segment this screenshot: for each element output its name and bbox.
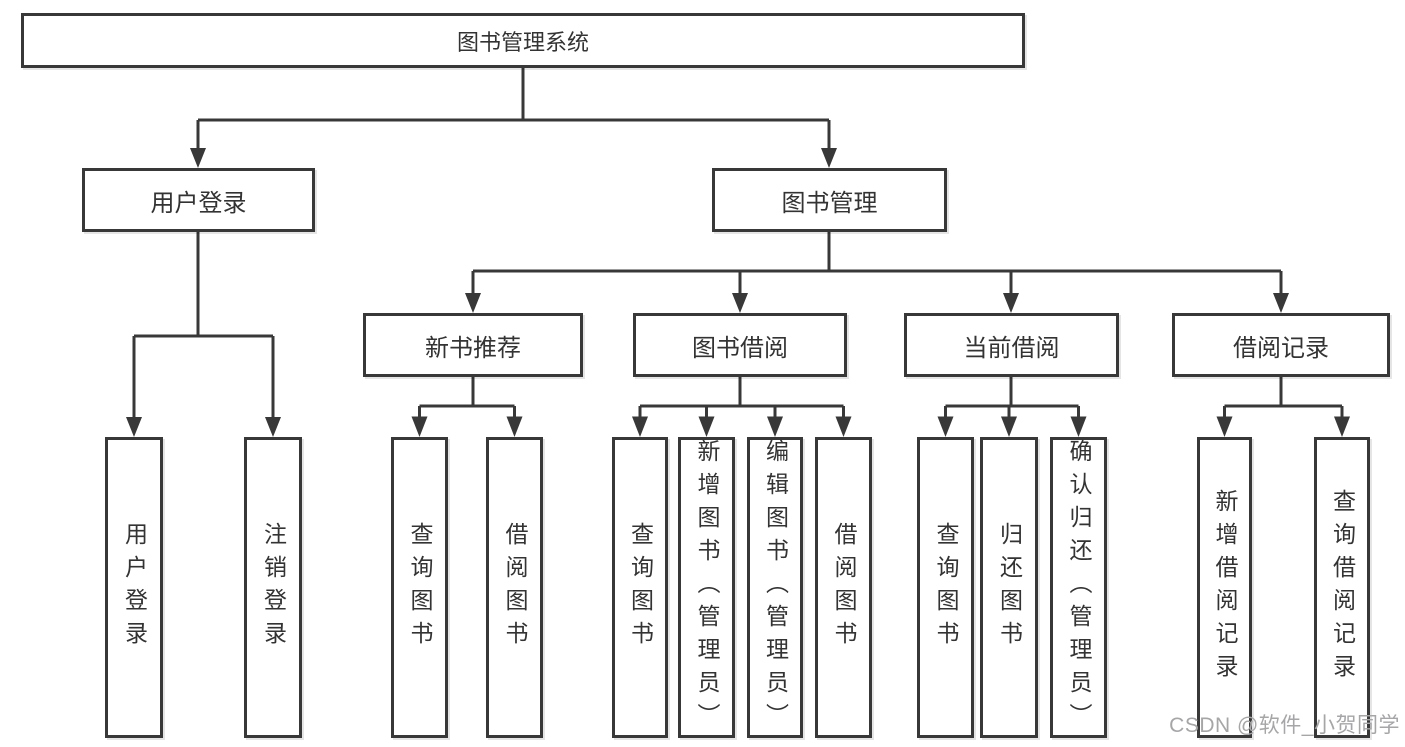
arrowhead bbox=[265, 417, 281, 437]
leaf-query-books-borrowing: 查询图书 bbox=[612, 437, 668, 738]
leaf-query-borrow-record: 查询借阅记录 bbox=[1314, 437, 1370, 738]
node-current-borrowing: 当前借阅 bbox=[904, 313, 1119, 377]
node-label: 用户登录 bbox=[150, 189, 247, 217]
arrowhead bbox=[835, 416, 852, 437]
arrowhead bbox=[465, 293, 481, 313]
arrowhead bbox=[632, 416, 648, 437]
arrowhead bbox=[1334, 416, 1350, 437]
connector-book-borrowing bbox=[638, 377, 845, 421]
connector-current-borrowing bbox=[944, 377, 1080, 421]
leaf-label: 归还图书 bbox=[996, 521, 1023, 654]
arrowhead bbox=[732, 293, 748, 313]
leaf-label: 查询借阅记录 bbox=[1329, 488, 1356, 687]
leaf-edit-book-admin: 编辑图书（管理员） bbox=[747, 437, 803, 738]
leaf-label: 新增借阅记录 bbox=[1212, 488, 1238, 687]
node-label: 图书管理系统 bbox=[456, 29, 589, 55]
node-label: 当前借阅 bbox=[963, 334, 1060, 362]
leaf-add-book-admin: 新增图书（管理员） bbox=[678, 437, 735, 738]
leaf-label: 借阅图书 bbox=[831, 521, 857, 654]
leaf-borrow-books: 借阅图书 bbox=[815, 437, 872, 738]
arrowhead bbox=[1070, 416, 1087, 437]
connector-user-login bbox=[132, 232, 275, 421]
node-book-borrowing: 图书借阅 bbox=[633, 313, 847, 377]
leaf-borrow-books-recommend: 借阅图书 bbox=[486, 437, 543, 738]
leaf-label: 借阅图书 bbox=[502, 521, 528, 654]
leaf-label: 用户登录 bbox=[121, 521, 148, 654]
connector-new-book-recommend bbox=[418, 377, 516, 421]
leaf-return-books: 归还图书 bbox=[980, 437, 1038, 738]
node-label: 图书借阅 bbox=[692, 334, 788, 362]
node-label: 借阅记录 bbox=[1233, 334, 1329, 362]
leaf-logout: 注销登录 bbox=[244, 437, 302, 738]
arrowhead bbox=[698, 416, 715, 437]
leaf-add-borrow-record: 新增借阅记录 bbox=[1197, 437, 1252, 738]
leaf-user-login: 用户登录 bbox=[105, 437, 163, 738]
node-library-system-root: 图书管理系统 bbox=[21, 13, 1025, 68]
leaf-confirm-return-admin: 确认归还（管理员） bbox=[1050, 437, 1107, 738]
arrowhead bbox=[506, 416, 523, 437]
leaf-query-books-current: 查询图书 bbox=[917, 437, 974, 738]
arrowhead bbox=[1003, 293, 1019, 313]
leaf-label: 确认归还（管理员） bbox=[1066, 439, 1092, 736]
connector-root bbox=[196, 68, 831, 150]
node-user-login: 用户登录 bbox=[82, 168, 315, 232]
csdn-watermark: CSDN @软件_小贺同学 bbox=[1169, 714, 1400, 737]
node-borrowing-records: 借阅记录 bbox=[1172, 313, 1390, 377]
arrowhead bbox=[411, 416, 428, 437]
arrowhead bbox=[767, 416, 783, 437]
node-new-book-recommend: 新书推荐 bbox=[363, 313, 583, 377]
leaf-query-books-recommend: 查询图书 bbox=[391, 437, 448, 738]
leaf-label: 编辑图书（管理员） bbox=[762, 439, 789, 736]
connector-borrowing-records bbox=[1223, 377, 1344, 421]
arrowhead bbox=[821, 148, 837, 168]
node-label: 新书推荐 bbox=[425, 334, 521, 362]
arrowhead bbox=[1273, 293, 1289, 313]
arrowhead bbox=[126, 417, 142, 437]
leaf-label: 注销登录 bbox=[260, 521, 287, 654]
connector-book-management bbox=[471, 232, 1283, 297]
leaf-label: 查询图书 bbox=[933, 521, 959, 654]
arrowhead bbox=[190, 148, 206, 168]
node-label: 图书管理 bbox=[781, 189, 878, 217]
leaf-label: 查询图书 bbox=[407, 521, 433, 654]
leaf-label: 查询图书 bbox=[627, 521, 654, 654]
arrowhead bbox=[1216, 416, 1233, 437]
arrowhead bbox=[1001, 416, 1017, 437]
leaf-label: 新增图书（管理员） bbox=[694, 439, 720, 736]
arrowhead bbox=[937, 416, 954, 437]
node-book-management: 图书管理 bbox=[712, 168, 947, 232]
